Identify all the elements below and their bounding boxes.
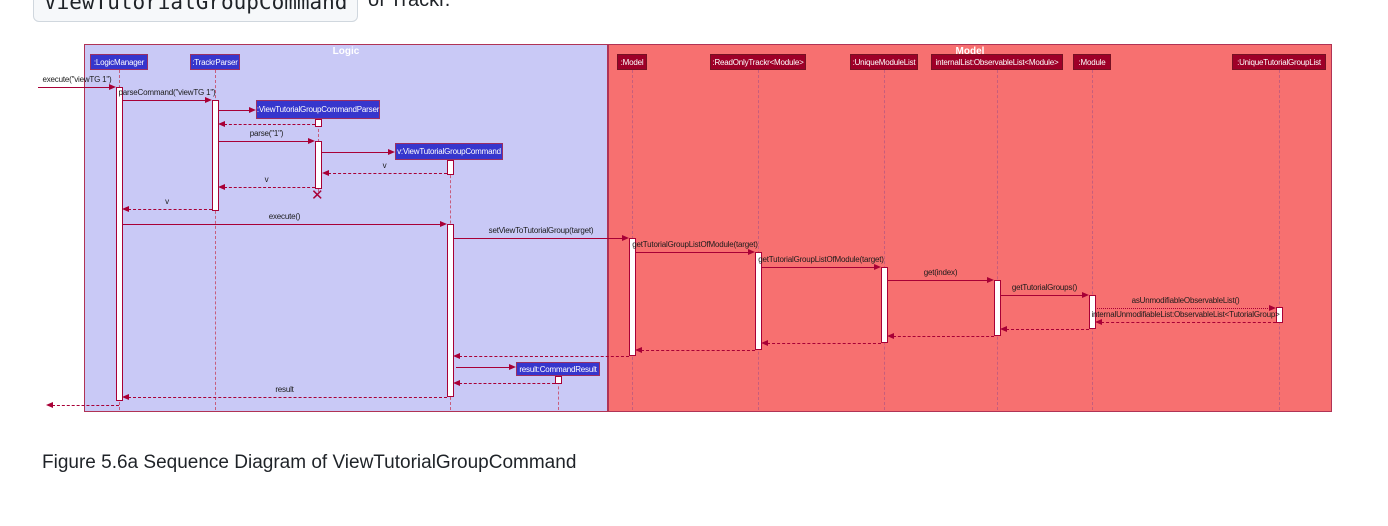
arrowhead	[218, 121, 225, 128]
arrowhead	[987, 277, 994, 284]
participant--logicmanager: :LogicManager	[90, 54, 148, 70]
activation-bar	[555, 376, 562, 384]
arrowhead	[509, 364, 516, 371]
message-line	[218, 110, 250, 111]
arrowhead	[122, 206, 129, 213]
figure-caption: Figure 5.6a Sequence Diagram of ViewTuto…	[42, 452, 577, 473]
participant-internallist-observablelist-module-: internalList:ObservableList<Module>	[931, 54, 1063, 70]
arrowhead	[874, 264, 881, 271]
arrowhead	[635, 347, 642, 354]
message-line	[122, 100, 206, 101]
participant--model: :Model	[617, 54, 647, 70]
frame-label-model: Model	[955, 46, 985, 57]
return-line	[641, 350, 755, 351]
message-line	[38, 87, 110, 88]
arrowhead	[453, 380, 460, 387]
frame-label-logic: Logic	[332, 46, 360, 57]
inline-code-snippet: ViewTutorialGroupCommand	[33, 0, 359, 22]
return-line	[1101, 322, 1276, 323]
participant--viewtutorialgroupcommandparser: :ViewTutorialGroupCommandParser	[256, 100, 380, 119]
activation-bar	[116, 87, 123, 401]
activation-bar	[755, 252, 762, 350]
arrowhead	[440, 221, 447, 228]
message-line	[218, 141, 309, 142]
return-line	[128, 209, 212, 210]
message-line	[122, 224, 441, 225]
return-line	[767, 343, 881, 344]
arrowhead	[1000, 326, 1007, 333]
return-line	[224, 187, 315, 188]
participant--uniquemodulelist: :UniqueModuleList	[850, 54, 918, 70]
lifeline	[1091, 70, 1093, 410]
return-line	[459, 383, 555, 384]
arrowhead	[218, 184, 225, 191]
lifeline	[1278, 70, 1280, 410]
frame-model	[608, 44, 1332, 412]
arrowhead	[748, 249, 755, 256]
arrowhead	[205, 97, 212, 104]
message-line	[1000, 295, 1083, 296]
message-line	[453, 238, 623, 239]
participant--module: :Module	[1073, 54, 1111, 70]
lifeline	[996, 70, 998, 410]
activation-bar	[1276, 307, 1283, 323]
arrowhead	[388, 149, 395, 156]
arrowhead	[887, 333, 894, 340]
arrowhead	[122, 394, 129, 401]
lifeline	[557, 376, 559, 410]
activation-bar	[212, 100, 219, 211]
arrowhead	[249, 107, 256, 114]
return-line	[224, 124, 315, 125]
activation-bar	[629, 238, 636, 356]
arrowhead	[308, 138, 315, 145]
return-line	[328, 173, 447, 174]
top-paragraph-text: of Trackr.	[368, 0, 451, 11]
lifeline	[883, 70, 885, 410]
return-line	[1006, 329, 1089, 330]
activation-bar	[881, 267, 888, 343]
destroy-icon: ✕	[311, 187, 324, 204]
return-line	[128, 397, 447, 398]
arrowhead	[1095, 319, 1102, 326]
participant--uniquetutorialgrouplist: :UniqueTutorialGroupList	[1232, 54, 1326, 70]
message-line	[761, 267, 875, 268]
participant--readonlytrackr-module-: :ReadOnlyTrackr<Module>	[710, 54, 806, 70]
activation-bar	[315, 119, 322, 127]
arrowhead	[322, 170, 329, 177]
message-line	[887, 280, 988, 281]
arrowhead	[46, 402, 53, 409]
lifeline	[214, 70, 216, 410]
return-line	[52, 405, 119, 406]
message-line	[322, 152, 389, 153]
return-line	[459, 356, 629, 357]
arrowhead	[1082, 292, 1089, 299]
participant-result-commandresult: result:CommandResult	[516, 362, 600, 376]
message-line	[635, 252, 749, 253]
lifeline	[757, 70, 759, 410]
arrowhead	[453, 353, 460, 360]
activation-bar	[447, 224, 454, 397]
return-line	[893, 336, 994, 337]
return-line	[1095, 308, 1270, 309]
participant--trackrparser: :TrackrParser	[190, 54, 240, 70]
arrowhead	[622, 235, 629, 242]
arrowhead	[109, 84, 116, 91]
activation-bar	[1089, 295, 1096, 329]
message-line	[456, 367, 510, 368]
participant-v-viewtutorialgroupcommand: v:ViewTutorialGroupCommand	[395, 143, 503, 160]
arrowhead	[761, 340, 768, 347]
activation-bar	[315, 141, 322, 189]
activation-bar	[994, 280, 1001, 336]
activation-bar	[447, 160, 454, 175]
arrowhead	[1269, 305, 1276, 312]
